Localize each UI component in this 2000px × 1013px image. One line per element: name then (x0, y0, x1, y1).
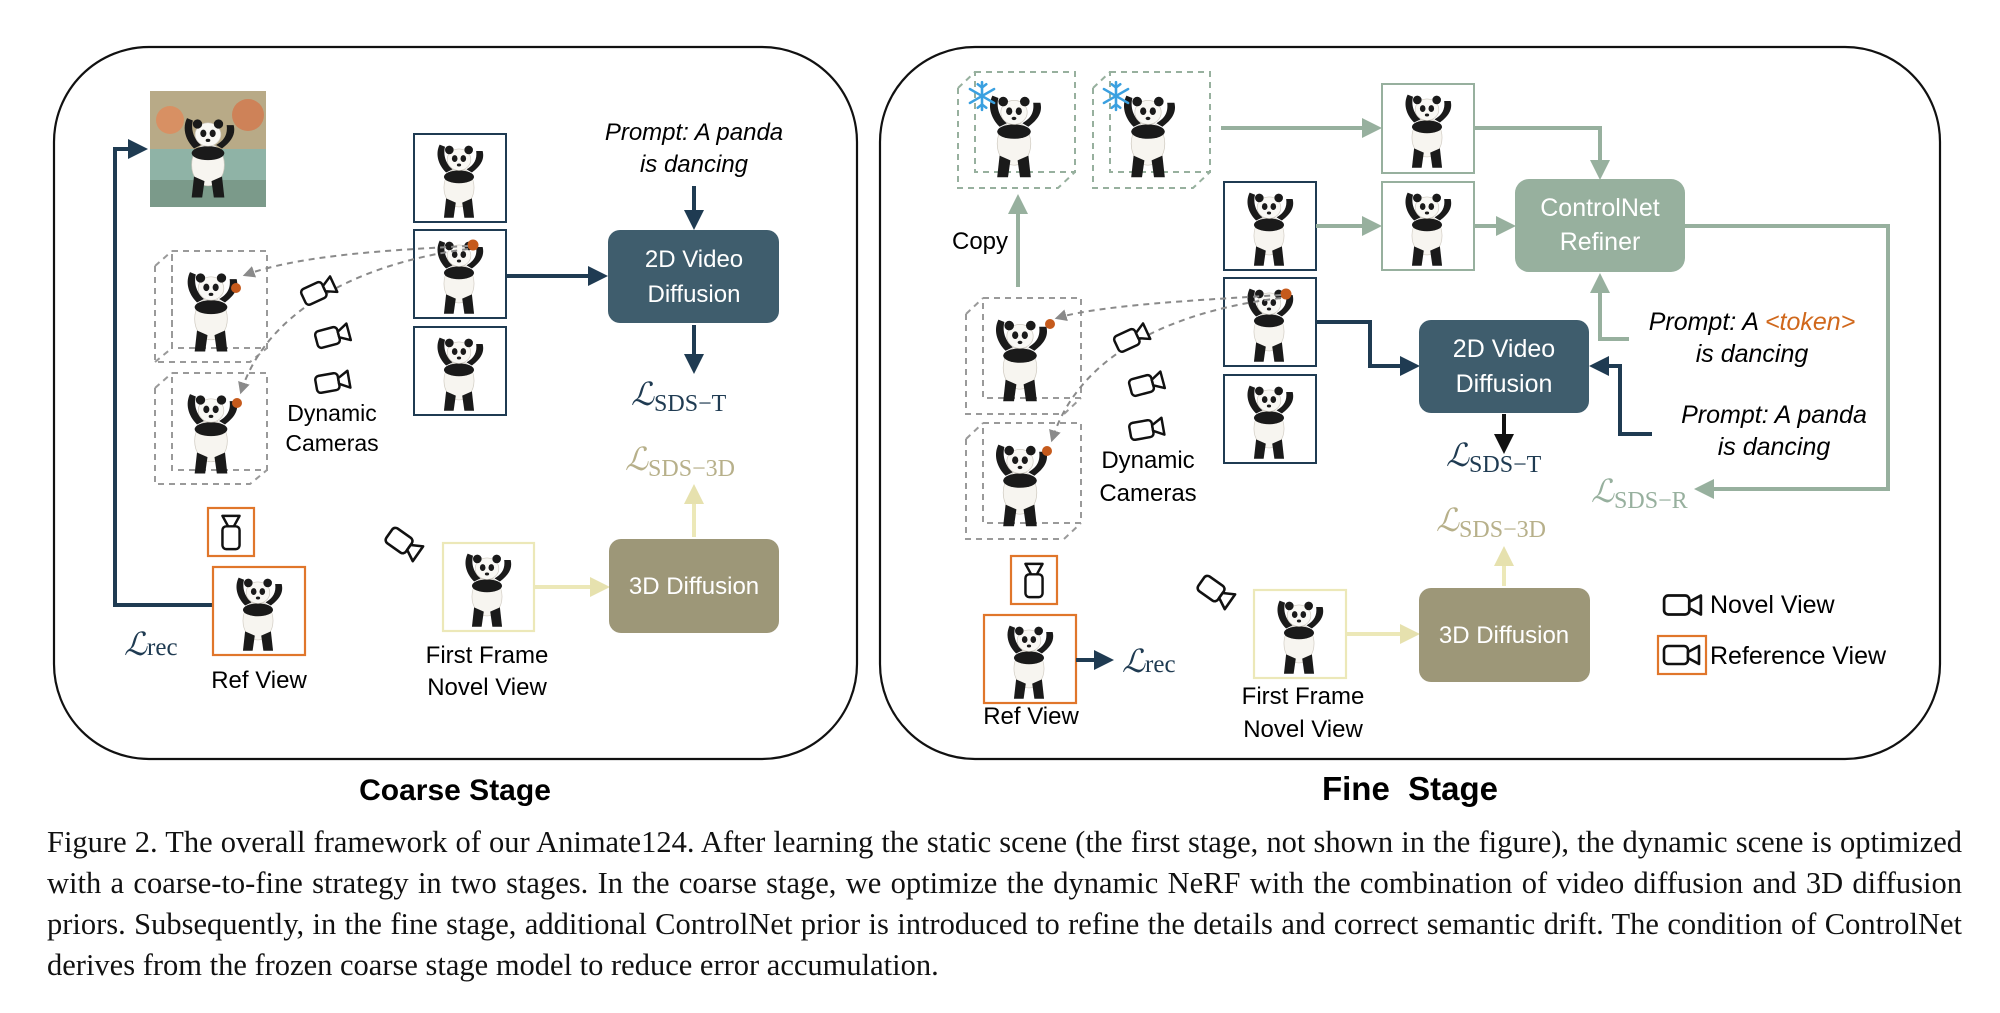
fine-first-frame-label-2: Novel View (1243, 716, 1363, 743)
camera-icon (1127, 416, 1166, 442)
novel-view-legend-icon (1662, 594, 1703, 616)
legend: Novel View Reference View (1656, 591, 1887, 676)
controlnet-label-1: ControlNet (1540, 194, 1660, 222)
camera-icon (1024, 562, 1044, 599)
token-prompt-line-1: Prompt: A <token> (1649, 308, 1856, 336)
prompt-line-1: Prompt: A panda (605, 119, 783, 146)
camera-icon (221, 514, 241, 551)
first-frame-label-2: Novel View (427, 674, 547, 701)
fine-2d-video-label-1: 2D Video (1453, 335, 1555, 363)
fine-stage-panel (878, 45, 1942, 761)
camera-icon (382, 525, 425, 563)
loss-rec-label: ℒrec (124, 626, 178, 662)
camera-icon (312, 322, 353, 350)
fine-loss-sds-3d-label: ℒSDS−3D (1436, 502, 1546, 543)
2d-video-label-1: 2D Video (645, 246, 743, 273)
dynamic-cameras-label-1: Dynamic (287, 400, 376, 426)
video-frames-stack (413, 133, 507, 416)
camera-icon (1111, 322, 1152, 355)
dynamic-nerf-cube-1 (154, 250, 268, 363)
fine-2d-video-diffusion-block (1419, 320, 1589, 413)
first-frame-label-1: First Frame (426, 642, 549, 669)
dynamic-cameras-label-2: Cameras (285, 430, 378, 456)
fine-prompt-line-1: Prompt: A panda (1681, 401, 1867, 429)
copy-label: Copy (952, 228, 1008, 255)
rec-feedback-arrow (113, 139, 213, 607)
coarse-stage-panel (52, 45, 859, 761)
2d-video-diffusion-block (608, 230, 779, 323)
fine-loss-rec-label: ℒrec (1122, 643, 1176, 679)
fine-stage-title: Fine Stage (1322, 770, 1498, 807)
2d-video-label-2: Diffusion (648, 281, 741, 308)
loss-sds-r-label: ℒSDS−R (1591, 473, 1688, 514)
camera-icon (1126, 370, 1167, 398)
camera-icon (313, 369, 352, 395)
framework-diagram: Dynamic Cameras Ref View ℒrec First Fram… (52, 45, 1942, 807)
figure-caption: Figure 2. The overall framework of our A… (47, 825, 1962, 982)
coarse-stage-title: Coarse Stage (359, 774, 551, 807)
loss-sds-3d-label: ℒSDS−3D (625, 441, 735, 482)
3d-diffusion-block (609, 539, 779, 633)
camera-icon (298, 275, 339, 308)
legend-reference-view: Reference View (1710, 642, 1887, 670)
fine-2d-video-label-2: Diffusion (1456, 370, 1553, 398)
legend-novel-view: Novel View (1710, 591, 1836, 619)
camera-icon (1194, 573, 1237, 611)
reference-view-legend-icon (1662, 644, 1701, 666)
loss-sds-t-label: ℒSDS−T (631, 376, 727, 417)
fine-ref-view-label: Ref View (983, 703, 1079, 730)
token-prompt-line-2: is dancing (1696, 340, 1809, 368)
ref-view-label: Ref View (211, 667, 307, 694)
fine-dynamic-cameras-label-1: Dynamic (1101, 447, 1194, 474)
generated-panda-image (150, 91, 266, 207)
3d-diffusion-label: 3D Diffusion (629, 573, 759, 600)
controlnet-refiner-block (1515, 179, 1685, 272)
fine-3d-diffusion-block (1419, 588, 1590, 682)
fine-dynamic-cameras-label-2: Cameras (1099, 480, 1196, 507)
dynamic-nerf-cube-2 (154, 372, 268, 485)
fine-video-frames-stack (1223, 181, 1317, 464)
fine-loss-sds-t-label: ℒSDS−T (1446, 437, 1542, 478)
fine-prompt-line-2: is dancing (1718, 433, 1831, 461)
frozen-nerf-cube-1 (957, 71, 1076, 189)
frozen-nerf-cube-2 (1092, 71, 1211, 189)
fine-first-frame-label-1: First Frame (1242, 683, 1365, 710)
controlnet-label-2: Refiner (1560, 228, 1641, 256)
prompt-line-2: is dancing (640, 151, 749, 178)
fine-3d-diffusion-label: 3D Diffusion (1439, 622, 1569, 649)
